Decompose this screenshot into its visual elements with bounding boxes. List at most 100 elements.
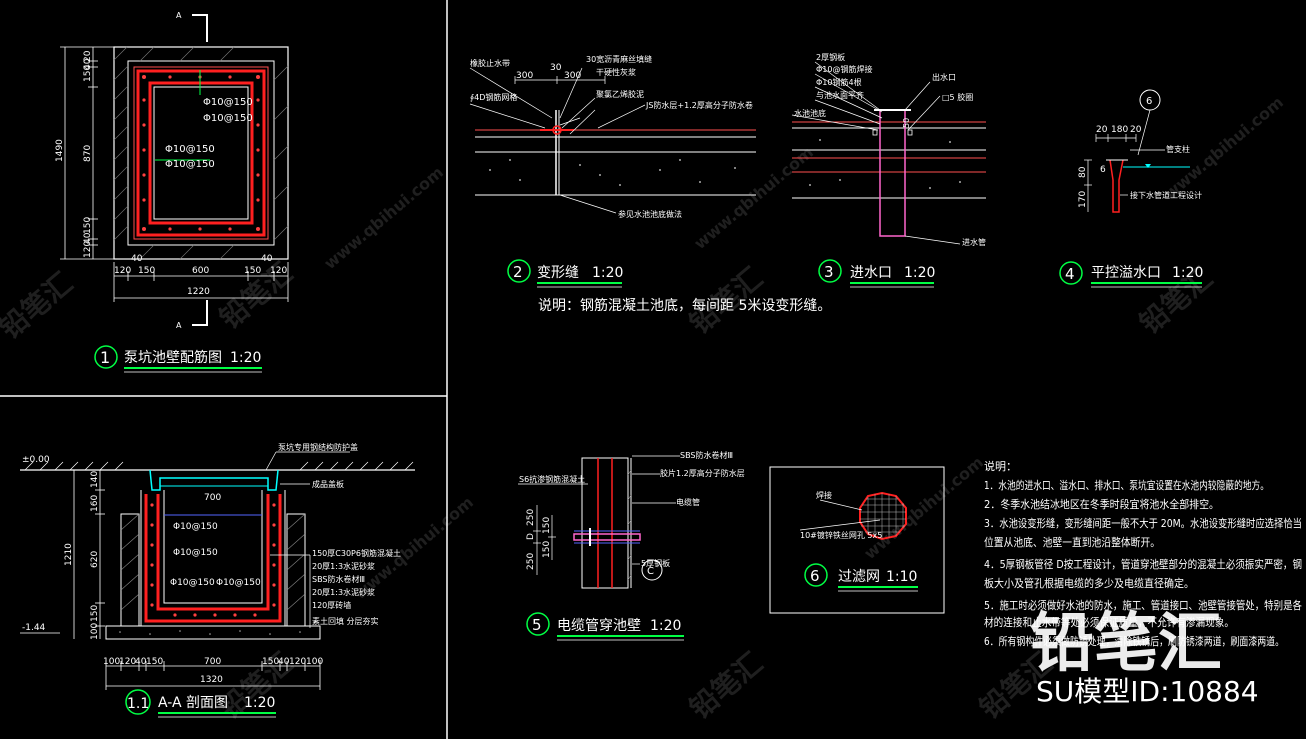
dim-label: 120 (289, 657, 306, 667)
note-line: 5．施工时必须做好水池的防水，施工、管道接口、池壁管接管处，特别是各 (984, 598, 1302, 612)
dim-label: 150 (244, 266, 261, 276)
note-line: 2．冬季水池结冰地区在冬季时段宜将池水全部排空。 (984, 497, 1219, 511)
callout-label: 20厚1:3水泥砂浆 (312, 561, 375, 571)
callout-label: 橡胶止水带 (470, 58, 510, 68)
detail-number: 4 (1065, 265, 1075, 283)
callout-label: 焊接 (816, 490, 832, 500)
svg-text:铅笔汇: 铅笔汇 (683, 646, 769, 725)
detail-1-plan: Φ10@150 Φ10@150 Φ10@150 Φ10@150 A A 20 1… (55, 11, 289, 373)
dim-label: 300 (564, 71, 581, 81)
note-line: 3．水池设变形缝，变形缝间距一般不大于 20M。水池设变形缝时应选择恰当 (984, 516, 1302, 530)
svg-text:铅笔汇: 铅笔汇 (0, 266, 79, 345)
reference-number: C (647, 566, 654, 577)
brand-logo-text: 铅笔汇 (1030, 607, 1222, 681)
dim-label: 250 (526, 553, 536, 570)
rebar-label: Φ10@150 (203, 113, 253, 124)
callout-label: 胶片1.2厚高分子防水层 (660, 468, 745, 478)
dim-label: 100 (90, 623, 100, 640)
dim-label: 300 (516, 71, 533, 81)
dim-label: D (526, 533, 536, 540)
detail-scale: 1:20 (1172, 265, 1203, 281)
detail-number-circle (804, 563, 828, 587)
dim-label: 700 (204, 493, 221, 503)
rebar-label: Φ10@150 (170, 578, 215, 588)
general-notes: 说明： 1．水池的进水口、溢水口、排水口、泵坑宜设置在水池内较隐蔽的地方。 2．… (984, 459, 1302, 648)
detail-title: 平控溢水口 (1091, 265, 1161, 281)
dim-total: 1320 (200, 675, 223, 685)
detail-number-circle (94, 345, 118, 369)
elevation-bottom: -1.44 (22, 623, 46, 633)
callout-label: 干硬性灰浆 (596, 67, 636, 77)
dim-label: 140 (90, 471, 100, 488)
detail-number-circle (507, 259, 531, 283)
detail-number-circle (1059, 261, 1083, 285)
callout-label: 20厚1:3水泥砂浆 (312, 587, 375, 597)
dim-label: 600 (192, 266, 209, 276)
dim-label: 6 (1100, 165, 1106, 175)
dim-total: 1210 (64, 543, 74, 566)
detail-title: 变形缝 (537, 265, 579, 281)
callout-label: □5 胶圈 (942, 92, 973, 102)
callout-label: 管支柱 (1166, 144, 1190, 154)
detail-1-1-section: ±0.00 -1.44 700 Φ10@150 (20, 442, 415, 718)
detail-5-cable-pipe: S6抗渗钢筋混凝土 SBS防水卷材Ⅲ 胶片1.2厚高分子防水层 电缆管 5厚钢板… (518, 450, 745, 641)
rebar-label: Φ10@150 (165, 159, 215, 170)
dim-label: 150 (542, 541, 552, 558)
section-mark-a: A (176, 321, 182, 330)
callout-label: 聚氯乙烯胶泥 (596, 89, 644, 99)
dim-label: 150 (262, 657, 279, 667)
dim-label: 620 (90, 551, 100, 568)
dim-label: 700 (204, 657, 221, 667)
detail-title: 进水口 (850, 265, 892, 281)
dim-label: 100 (103, 657, 120, 667)
callout-label: ∮4D钢筋网格 (470, 92, 517, 102)
detail-4-overflow: 6 20 180 20 170 80 6 管支柱 接下水管道工程设计 4 平控溢… (1059, 89, 1203, 288)
overflow-pipe (1109, 159, 1124, 213)
detail-number: 6 (810, 567, 820, 585)
dim-label: 40 (131, 254, 143, 264)
dim-label: 80 (1078, 166, 1088, 178)
callout-label: 电缆管 (676, 497, 700, 507)
callout-label: 成品盖板 (312, 479, 344, 489)
svg-text:www.qbihui.com: www.qbihui.com (320, 163, 447, 274)
note-line: 4．5厚钢板管径 D按工程设计，管道穿池壁部分的混凝土必须振实严密，钢 (984, 557, 1302, 571)
section-outer-rebar (144, 494, 282, 623)
section-inner-rebar (156, 494, 270, 611)
dim-total: 1220 (187, 287, 210, 297)
detail-3-inlet: 2厚钢板 Φ10@钢筋焊接 Φ10钢筋4根 与池水面平齐 水池池底 出水口 □5… (791, 52, 986, 288)
detail-scale: 1:20 (244, 695, 275, 711)
svg-text:www.qbihui.com: www.qbihui.com (860, 453, 987, 564)
dim-label: 40 (83, 232, 93, 244)
detail-scale: 1:20 (904, 265, 935, 281)
dim-label: 30 (550, 63, 562, 73)
inner-rebar-loop (148, 81, 254, 225)
callout-label: 素土回填 分层夯实 (312, 616, 379, 626)
note-line: 位置从池底、池壁一直到池沿整体断开。 (984, 535, 1160, 549)
detail-number-circle (526, 612, 550, 636)
detail-6-filter-net: 焊接 10#镀锌铁丝网孔 5x5 6 过滤网 1:10 (769, 466, 945, 614)
note-line: 6．所有钢构件必须做防锈处理，清除铁锈后，刷防锈漆两道，刷面漆两道。 (984, 634, 1284, 648)
note-line: 板大小及管孔根据电缆的多少及电缆直径确定。 (984, 576, 1194, 590)
detail-title: 电缆管穿池壁 (557, 618, 641, 634)
rebar-label: Φ10@150 (165, 144, 215, 155)
dim-label: 170 (1078, 191, 1088, 208)
callout-label: 进水管 (962, 237, 986, 247)
dim-label: 150 (138, 266, 155, 276)
dim-label: 50 (902, 118, 911, 128)
callout-label: JS防水层+1.2厚高分子防水卷 (645, 100, 753, 110)
callout-label: S6抗渗钢筋混凝土 (519, 474, 585, 484)
notes-heading: 说明： (984, 459, 1017, 473)
detail-number: 3 (824, 263, 834, 281)
dim-label: 20 (1096, 125, 1108, 135)
dim-label: 870 (83, 145, 93, 162)
brand-watermark: 铅笔汇 SU模型ID:10884 (1030, 607, 1259, 708)
detail-number: 1.1 (127, 696, 149, 712)
detail-scale: 1:20 (650, 618, 681, 634)
dim-label: 120 (119, 657, 136, 667)
dim-label: 120 (114, 266, 131, 276)
svg-text:www.qbihui.com: www.qbihui.com (350, 493, 477, 604)
model-id: SU模型ID:10884 (1036, 675, 1259, 708)
outer-rebar-loop (136, 69, 266, 237)
callout-label: 2厚钢板 (816, 52, 845, 62)
pool-wall (581, 457, 629, 589)
